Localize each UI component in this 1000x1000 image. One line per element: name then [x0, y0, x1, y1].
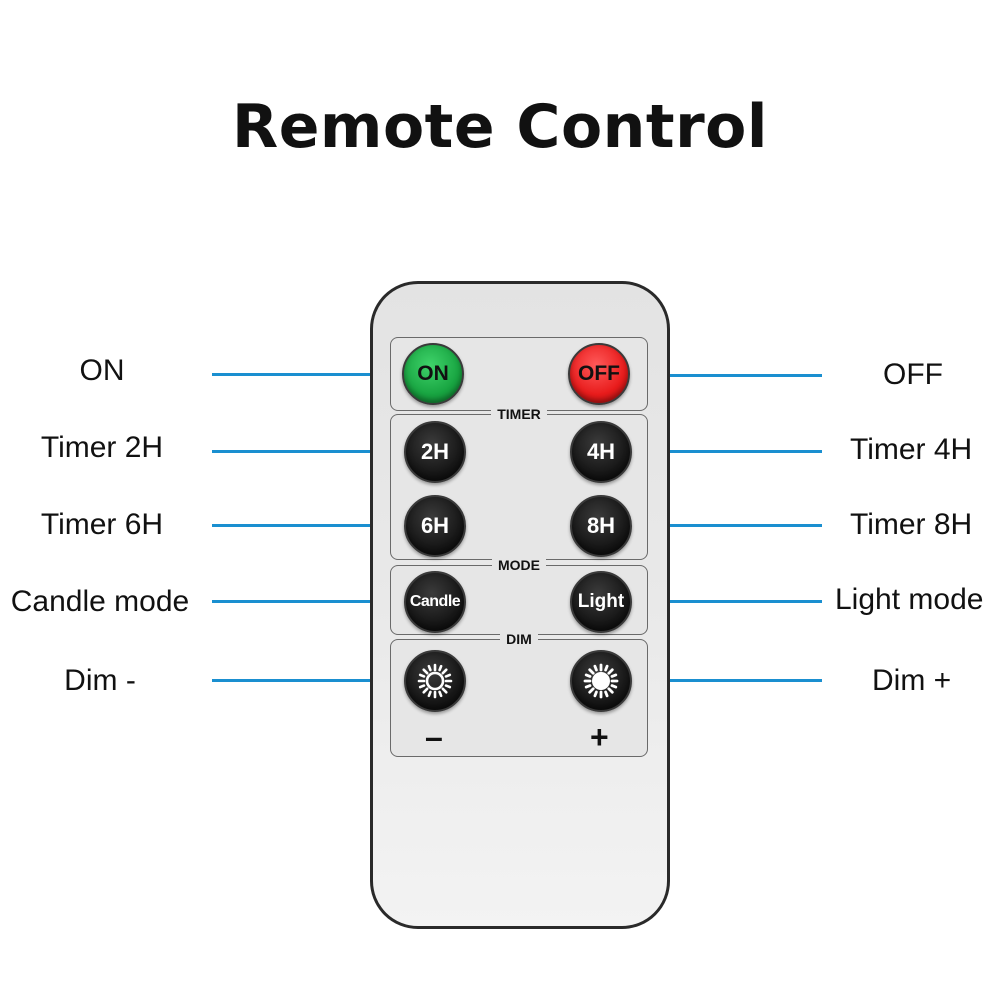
callout-line-candle — [212, 600, 404, 603]
callout-label-candle-mode: Candle mode — [10, 585, 190, 618]
light-mode-button[interactable]: Light — [570, 571, 632, 633]
dim-minus-button[interactable] — [404, 650, 466, 712]
remote-control: TIMER MODE DIM ON OFF 2H 4H 6H 8H Candle… — [370, 281, 670, 929]
callout-label-light-mode: Light mode — [835, 583, 984, 616]
callout-label-timer-6h: Timer 6H — [40, 508, 164, 541]
callout-label-on: ON — [79, 354, 125, 387]
callout-line-off — [632, 374, 822, 377]
callout-line-timer-4h — [632, 450, 822, 453]
sun-outline-icon — [417, 663, 453, 699]
mode-panel-label: MODE — [492, 557, 546, 573]
timer-panel-label: TIMER — [491, 406, 547, 422]
callout-label-dim-minus: Dim - — [64, 664, 136, 697]
callout-label-timer-8h: Timer 8H — [850, 508, 973, 541]
timer-4h-button[interactable]: 4H — [570, 421, 632, 483]
timer-2h-button[interactable]: 2H — [404, 421, 466, 483]
page-title: Remote Control — [232, 92, 768, 162]
dim-plus-sign: + — [590, 719, 609, 755]
callout-label-timer-2h: Timer 2H — [40, 431, 164, 464]
callout-line-dim-plus — [632, 679, 822, 682]
callout-label-timer-4h: Timer 4H — [850, 433, 973, 466]
callout-line-on — [212, 373, 404, 376]
callout-line-light — [632, 600, 822, 603]
sun-filled-icon — [583, 663, 619, 699]
callout-line-dim-minus — [212, 679, 404, 682]
dim-panel-label: DIM — [500, 631, 538, 647]
dim-minus-sign: – — [425, 719, 443, 755]
candle-mode-button[interactable]: Candle — [404, 571, 466, 633]
timer-8h-button[interactable]: 8H — [570, 495, 632, 557]
callout-line-timer-6h — [212, 524, 404, 527]
on-button[interactable]: ON — [402, 343, 464, 405]
dim-plus-button[interactable] — [570, 650, 632, 712]
callout-line-timer-8h — [632, 524, 822, 527]
callout-label-dim-plus: Dim + — [872, 664, 952, 697]
off-button[interactable]: OFF — [568, 343, 630, 405]
callout-line-timer-2h — [212, 450, 404, 453]
timer-6h-button[interactable]: 6H — [404, 495, 466, 557]
callout-label-off: OFF — [883, 358, 943, 391]
